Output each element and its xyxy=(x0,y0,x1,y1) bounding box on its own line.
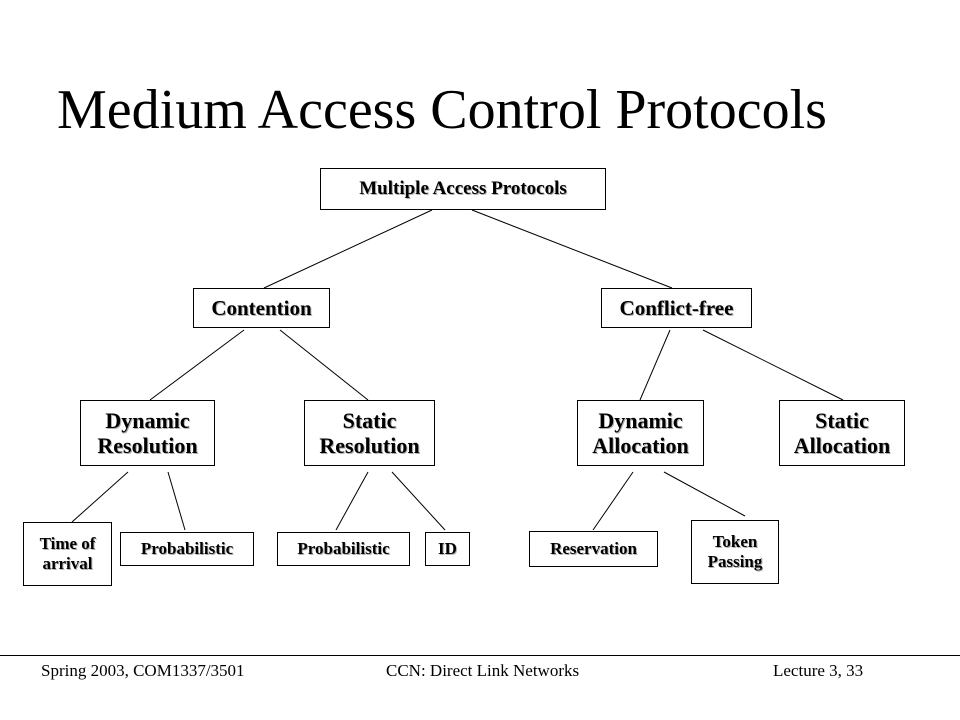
node-label: Dynamic Resolution xyxy=(97,408,198,458)
slide-title: Medium Access Control Protocols xyxy=(57,79,827,141)
edge-contention-dynamic-resolution xyxy=(149,329,245,401)
node-label: Static Allocation xyxy=(793,408,891,458)
edge-static-resolution-probabilistic xyxy=(335,471,369,531)
node-token-passing: Token Passing xyxy=(691,520,779,584)
edge-conflict-free-dynamic-allocation xyxy=(639,329,671,401)
node-static-allocation: Static Allocation xyxy=(779,400,905,466)
edge-static-resolution-id xyxy=(391,471,446,531)
node-static-resolution: Static Resolution xyxy=(304,400,435,466)
node-contention: Contention xyxy=(193,288,330,328)
node-probabilistic-dynamic: Probabilistic xyxy=(120,532,254,566)
node-probabilistic-static: Probabilistic xyxy=(277,532,410,566)
edge-root-contention xyxy=(263,209,433,289)
edge-dynamic-resolution-probabilistic xyxy=(167,471,186,531)
node-label: ID xyxy=(438,539,457,558)
node-label: Token Passing xyxy=(707,532,763,571)
edge-contention-static-resolution xyxy=(279,329,369,401)
footer-slide-number: Lecture 3, 33 xyxy=(773,661,864,680)
node-id: ID xyxy=(425,532,470,566)
node-label: Probabilistic xyxy=(297,539,390,558)
edge-conflict-free-static-allocation xyxy=(702,329,844,401)
footer-divider xyxy=(0,655,960,656)
node-label: Reservation xyxy=(550,539,637,558)
node-label: Static Resolution xyxy=(319,408,420,458)
node-conflict-free: Conflict-free xyxy=(601,288,752,328)
edge-dynamic-allocation-token-passing xyxy=(663,471,746,517)
node-dynamic-resolution: Dynamic Resolution xyxy=(80,400,215,466)
node-time-of-arrival: Time of arrival xyxy=(23,522,112,586)
node-label: Conflict-free xyxy=(619,295,734,320)
node-label: Multiple Access Protocols xyxy=(359,178,567,199)
node-label: Time of arrival xyxy=(39,534,96,573)
edge-dynamic-resolution-time-of-arrival xyxy=(71,471,129,523)
footer-course: Spring 2003, COM1337/3501 xyxy=(41,661,245,680)
footer-topic: CCN: Direct Link Networks xyxy=(386,661,580,680)
edge-root-conflict-free xyxy=(471,209,673,289)
node-reservation: Reservation xyxy=(529,531,658,567)
edge-dynamic-allocation-reservation xyxy=(592,471,634,531)
node-label: Probabilistic xyxy=(140,539,234,558)
node-multiple-access-protocols: Multiple Access Protocols xyxy=(320,168,606,210)
node-label: Contention xyxy=(211,295,312,320)
node-dynamic-allocation: Dynamic Allocation xyxy=(577,400,704,466)
node-label: Dynamic Allocation xyxy=(592,408,689,458)
